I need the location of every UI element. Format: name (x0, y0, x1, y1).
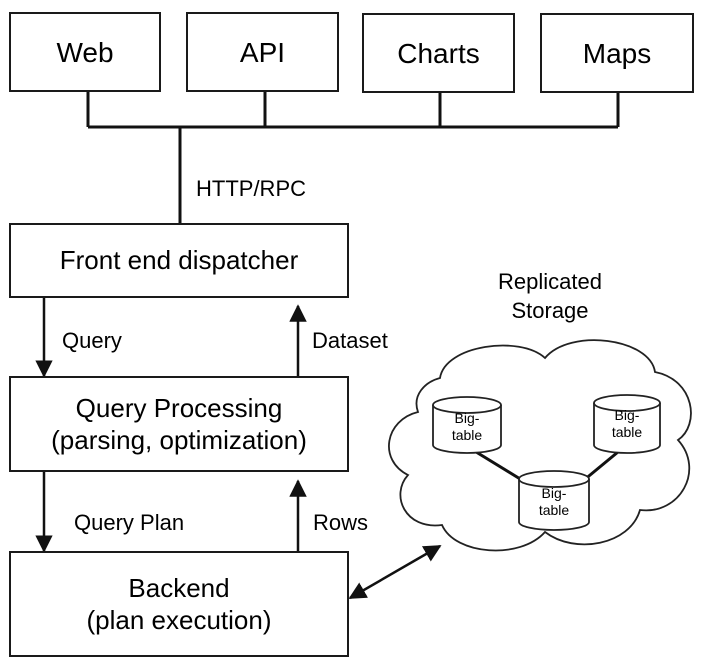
replicated-storage-title: Replicated Storage (470, 268, 630, 325)
backend-subtitle: (plan execution) (86, 605, 272, 635)
bigtable-bottom-label: Big- table (524, 485, 584, 519)
storage-cloud (388, 339, 692, 552)
bigtable-cylinder-left (432, 396, 502, 454)
bigtable-right-line2: table (611, 423, 643, 440)
bigtable-right-label: Big- table (597, 407, 657, 441)
bigtable-bottom-line1: Big- (541, 485, 567, 501)
bigtable-cylinder-bottom (518, 470, 590, 531)
bigtable-left-line2: table (451, 426, 483, 443)
client-api-box: API (186, 12, 339, 92)
dataset-label: Dataset (312, 328, 388, 353)
bigtable-bottom-line2: table (538, 501, 570, 518)
client-web-box: Web (9, 12, 161, 92)
query-label: Query (62, 328, 122, 353)
query-processing-box: Query Processing (parsing, optimization) (9, 376, 349, 472)
bigtable-cylinder-right (593, 394, 661, 454)
front-end-dispatcher-box: Front end dispatcher (9, 223, 349, 298)
backend-title: Backend (128, 572, 230, 603)
bigtable-right-line1: Big- (614, 407, 640, 423)
client-charts-box: Charts (362, 13, 515, 93)
client-web-label: Web (56, 36, 114, 68)
query-processing-subtitle: (parsing, optimization) (51, 425, 307, 455)
backend-storage-arrow (348, 544, 442, 600)
bigtable-left-line1: Big- (454, 410, 480, 426)
storage-title-line1: Replicated (498, 269, 602, 294)
backend-box: Backend (plan execution) (9, 551, 349, 657)
client-maps-label: Maps (582, 37, 652, 69)
storage-title-line2: Storage (511, 297, 589, 323)
client-charts-label: Charts (397, 37, 480, 69)
bigtable-left-label: Big- table (437, 410, 497, 444)
client-api-label: API (239, 36, 286, 68)
query-processing-title: Query Processing (75, 392, 283, 423)
http-rpc-label: HTTP/RPC (196, 176, 306, 201)
client-maps-box: Maps (540, 13, 694, 93)
front-end-dispatcher-label: Front end dispatcher (59, 245, 299, 276)
client-bus (86, 90, 620, 223)
rows-label: Rows (313, 510, 369, 535)
query-plan-label: Query Plan (74, 510, 185, 535)
